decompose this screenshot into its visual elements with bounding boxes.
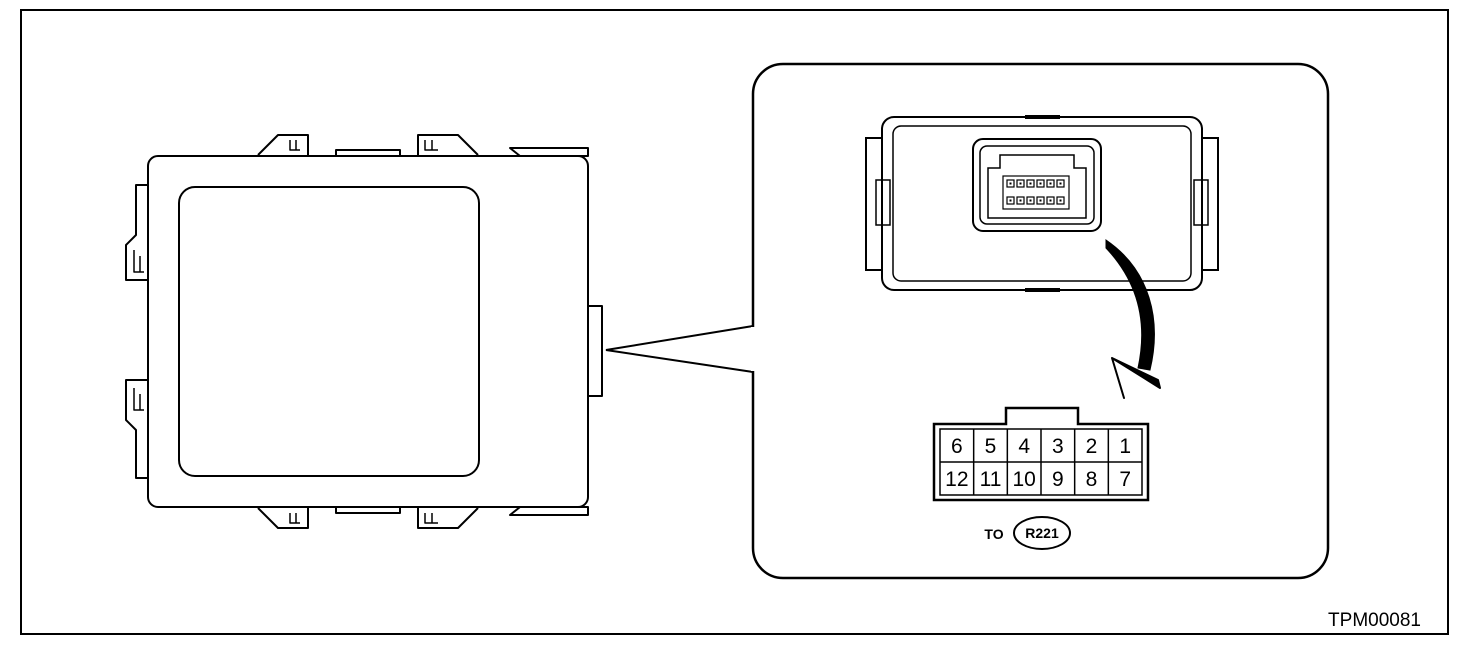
left-clip-top — [125, 184, 148, 281]
unit-label-area — [178, 186, 480, 477]
pin-number: 11 — [980, 468, 1002, 491]
receptacle-pin-dot — [1039, 182, 1042, 185]
receptacle-pin-dot — [1029, 199, 1032, 202]
receptacle-pin-dot — [1019, 182, 1022, 185]
pin-number: 3 — [1052, 435, 1064, 458]
receptacle — [972, 138, 1102, 232]
top-clip-right — [417, 134, 479, 156]
top-clip-left — [257, 134, 309, 156]
top-right-tab — [509, 147, 589, 157]
callout-box — [751, 62, 1330, 580]
bottom-clip-right — [417, 507, 479, 529]
callout-pointer — [605, 325, 754, 373]
receptacle-pin-dot — [1009, 199, 1012, 202]
receptacle-pins — [1002, 175, 1070, 210]
receptacle-pin-dot — [1049, 199, 1052, 202]
bottom-right-tab — [509, 506, 589, 516]
receptacle-pin-dot — [1059, 182, 1062, 185]
receptacle-pin-dot — [1049, 182, 1052, 185]
to-label: TO — [984, 526, 1003, 542]
control-unit — [125, 134, 603, 529]
bottom-clip-left — [257, 507, 309, 529]
pin-number: 4 — [1018, 435, 1030, 458]
pin-number: 1 — [1119, 435, 1131, 458]
pin-number: 8 — [1086, 468, 1098, 491]
receptacle-pin-dot — [1029, 182, 1032, 185]
outer-frame — [20, 9, 1449, 635]
unit-connector-stub — [587, 305, 603, 397]
pin-number: 12 — [945, 468, 968, 491]
receptacle-pin-dot — [1039, 199, 1042, 202]
pin-number: 10 — [1012, 468, 1035, 491]
pin-number: 6 — [951, 435, 963, 458]
connector-id-ellipse — [1013, 516, 1071, 550]
connector-id: R221 — [1025, 525, 1059, 541]
left-clip-bottom — [125, 379, 148, 479]
receptacle-pin-dot — [1059, 199, 1062, 202]
receptacle-pin-dot — [1019, 199, 1022, 202]
curved-arrow — [1105, 239, 1161, 399]
pin-number: 9 — [1052, 468, 1064, 491]
figure-code: TPM00081 — [1328, 610, 1421, 631]
pin-number: 5 — [985, 435, 997, 458]
connector-housing — [865, 115, 1219, 292]
pin-number: 7 — [1119, 468, 1131, 491]
pin-number: 2 — [1086, 435, 1098, 458]
receptacle-pin-block — [1002, 175, 1070, 210]
receptacle-pin-dot — [1009, 182, 1012, 185]
